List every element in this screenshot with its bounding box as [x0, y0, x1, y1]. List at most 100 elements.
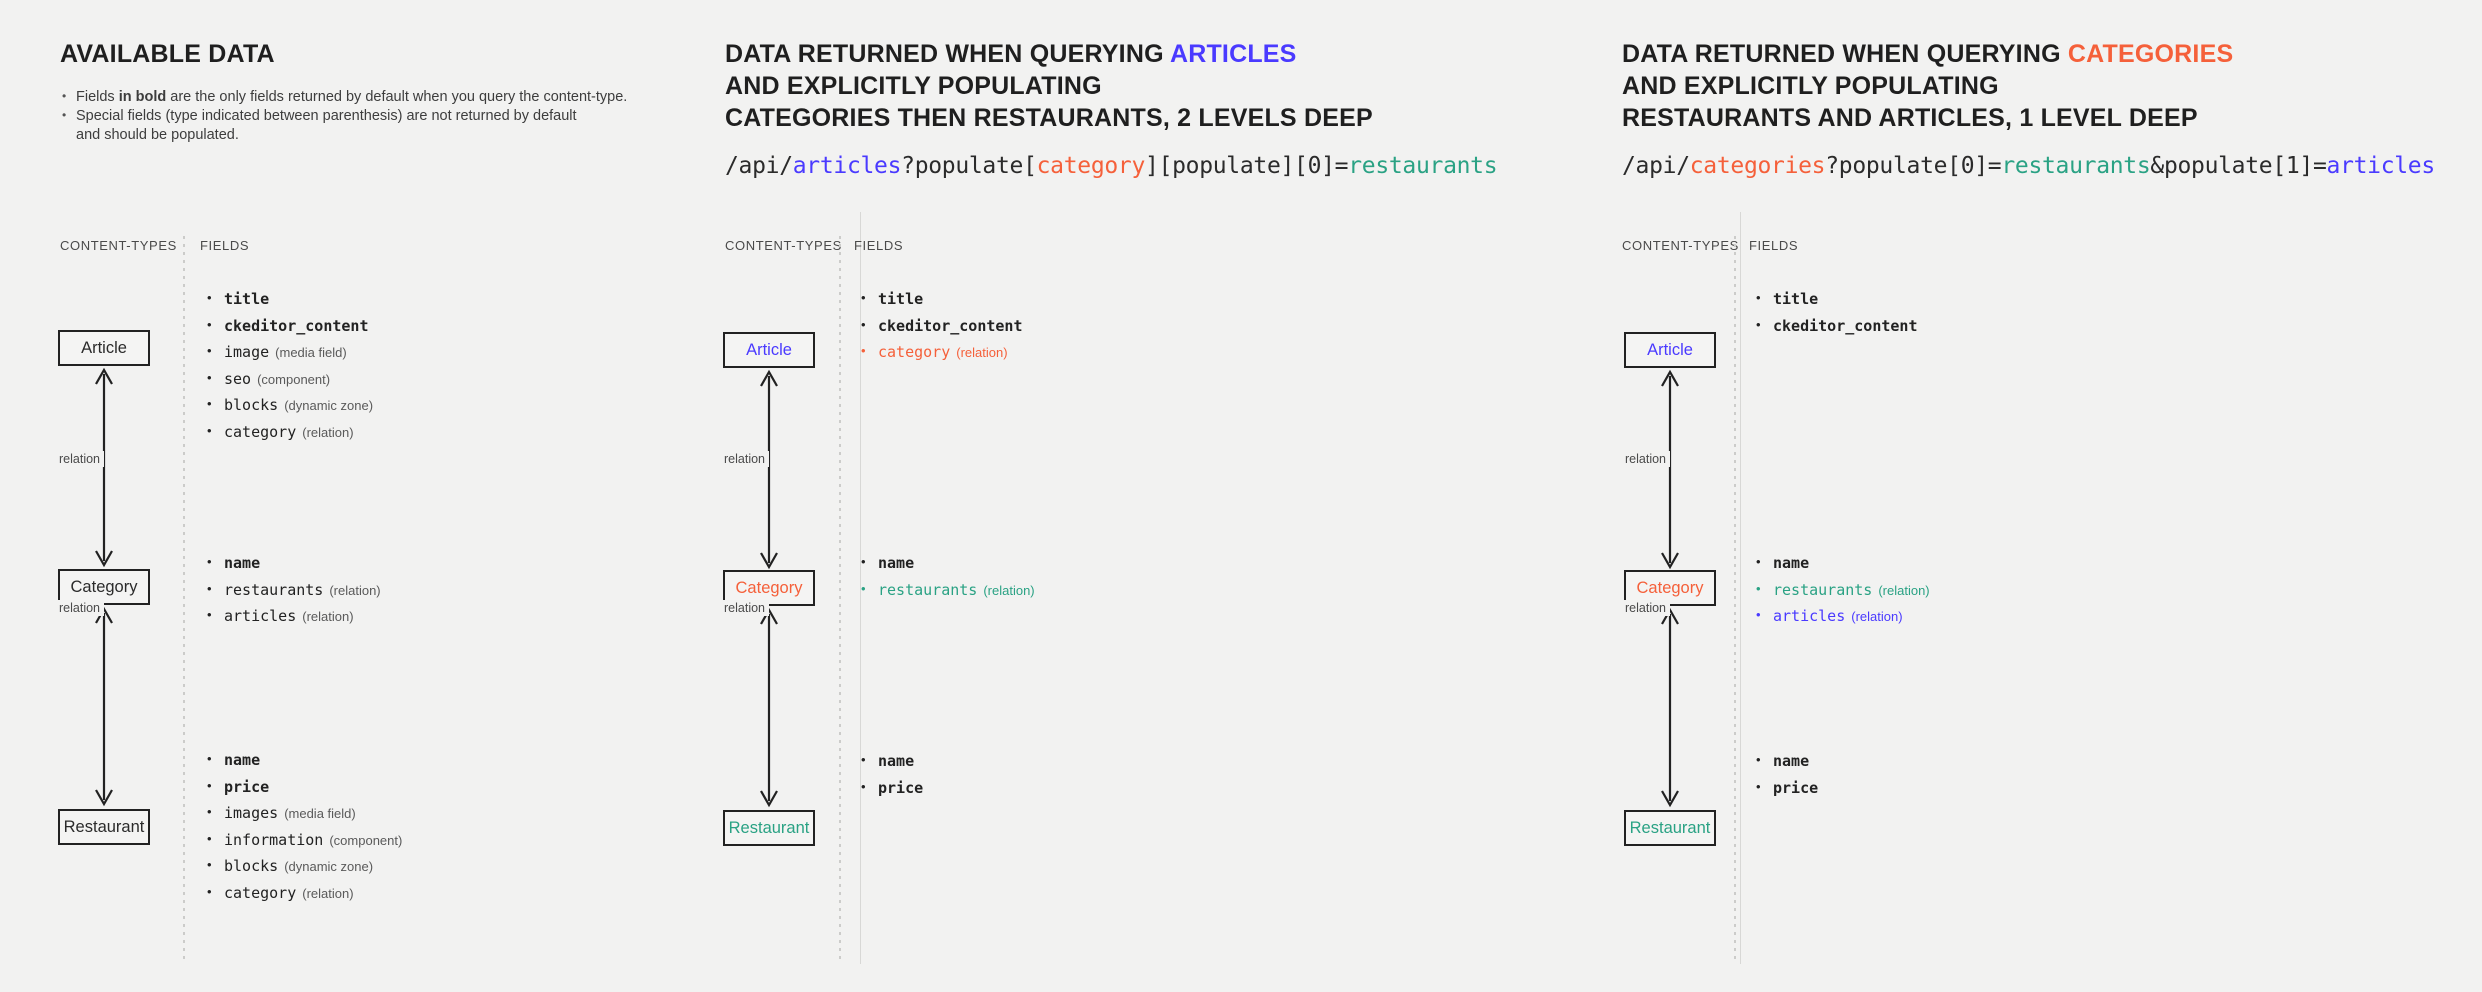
section-label-fields-1: FIELDS — [200, 238, 250, 253]
field-item[interactable]: name — [1754, 551, 1930, 575]
field-name: name — [1773, 752, 1810, 770]
heading-line: CATEGORIES THEN RESTAURANTS, 2 LEVELS DE… — [725, 102, 1373, 134]
api-url-segment: articles — [792, 153, 902, 179]
heading-line: AVAILABLE DATA — [60, 38, 275, 70]
field-item[interactable]: title — [205, 287, 373, 311]
relation-label-1-b: relation — [55, 600, 104, 616]
field-type: (relation) — [302, 424, 354, 440]
field-item[interactable]: restaurants(relation) — [859, 578, 1035, 602]
field-list: name restaurants(relation) — [859, 551, 1035, 602]
field-name: title — [224, 290, 270, 308]
field-item[interactable]: name — [205, 551, 381, 575]
api-url-segment: restaurants — [1348, 153, 1498, 179]
api-url-segment: ?populate[0]= — [1825, 153, 2002, 179]
field-name: name — [1773, 554, 1810, 572]
heading-segment: DATA RETURNED WHEN QUERYING — [1622, 40, 2068, 68]
heading-segment: AND EXPLICITLY POPULATING — [1622, 72, 1999, 100]
heading-segment: CATEGORIES — [2067, 40, 2234, 68]
connector-category-restaurant-1 — [89, 605, 129, 808]
field-list: namerestaurants(relation)articles(relati… — [1754, 551, 1930, 628]
field-item[interactable]: image(media field) — [205, 340, 373, 364]
field-list: name price — [1754, 749, 1819, 800]
field-name: category — [224, 883, 297, 902]
field-item[interactable]: ckeditor_content — [205, 314, 373, 338]
field-name: information — [224, 830, 324, 849]
field-item[interactable]: seo(component) — [205, 367, 373, 391]
field-item[interactable]: category(relation) — [205, 881, 402, 905]
field-name: ckeditor_content — [1773, 316, 1918, 335]
field-type: (relation) — [329, 582, 381, 598]
field-item[interactable]: ckeditor_content — [859, 314, 1023, 338]
field-list: name price — [859, 749, 923, 800]
column-1-bullets: Fields in bold are the only fields retur… — [60, 87, 760, 145]
field-name: name — [878, 554, 915, 572]
heading-segment: CATEGORIES THEN RESTAURANTS, 2 LEVELS DE… — [725, 104, 1373, 132]
field-name: title — [878, 290, 924, 308]
entity-box-category-3[interactable]: Category — [1624, 570, 1716, 606]
field-item[interactable]: information(component) — [205, 828, 402, 852]
field-type: (dynamic zone) — [284, 398, 374, 413]
field-name: restaurants — [1773, 580, 1873, 599]
entity-box-restaurant-3[interactable]: Restaurant — [1624, 810, 1716, 846]
entity-box-article-2[interactable]: Article — [723, 332, 815, 368]
field-group-restaurant-2: name price — [859, 749, 923, 803]
field-name: price — [224, 777, 270, 796]
bullet-text-tail: are the only fields returned by default … — [166, 89, 628, 105]
connector-article-category-2 — [754, 368, 794, 571]
field-item[interactable]: price — [859, 776, 923, 800]
section-label-content-types-2: CONTENT-TYPES — [725, 238, 842, 253]
field-item[interactable]: name — [205, 748, 402, 772]
field-item[interactable]: images(media field) — [205, 801, 402, 825]
field-group-category-3: namerestaurants(relation)articles(relati… — [1754, 551, 1930, 632]
connector-category-restaurant-3 — [1655, 606, 1695, 809]
field-item[interactable]: ckeditor_content — [1754, 314, 1918, 338]
field-item[interactable]: name — [859, 749, 923, 773]
api-url-segment: articles — [2326, 153, 2436, 179]
field-item[interactable]: title — [1754, 287, 1918, 311]
field-item[interactable]: title — [859, 287, 1023, 311]
field-item[interactable]: blocks(dynamic zone) — [205, 854, 402, 878]
entity-box-restaurant-1[interactable]: Restaurant — [58, 809, 150, 845]
field-item[interactable]: name — [1754, 749, 1818, 773]
field-name: blocks — [224, 396, 279, 414]
api-url-segment: category — [1036, 153, 1146, 179]
field-list: title ckeditor_contentcategory(relation) — [859, 287, 1023, 364]
field-group-article-2: title ckeditor_contentcategory(relation) — [859, 287, 1023, 368]
column-separator-2 — [1740, 212, 1741, 964]
field-list: name price images(media field) information(… — [205, 748, 402, 905]
field-item[interactable]: articles(relation) — [1754, 604, 1930, 628]
column-2-api-url[interactable]: /api/articles?populate[category][populat… — [725, 153, 1498, 179]
api-url-segment: /api/ — [725, 153, 793, 179]
section-label-fields-2: FIELDS — [854, 238, 904, 253]
dotted-divider-3 — [1734, 236, 1736, 964]
field-name: articles — [224, 607, 297, 625]
heading-line: AND EXPLICITLY POPULATING — [725, 70, 1373, 102]
field-name: category — [878, 343, 951, 361]
field-item[interactable]: price — [205, 775, 402, 799]
section-label-fields-3: FIELDS — [1749, 238, 1799, 253]
field-item[interactable]: name — [859, 551, 1035, 575]
entity-box-category-1[interactable]: Category — [58, 569, 150, 605]
field-name: price — [1773, 778, 1819, 797]
entity-box-restaurant-2[interactable]: Restaurant — [723, 810, 815, 846]
field-item[interactable]: restaurants(relation) — [1754, 578, 1930, 602]
bullet-text: Fields — [76, 89, 119, 105]
entity-box-article-3[interactable]: Article — [1624, 332, 1716, 368]
field-name: images — [224, 804, 279, 822]
field-item[interactable]: price — [1754, 776, 1819, 800]
column-3-api-url[interactable]: /api/categories?populate[0]=restaurants&… — [1622, 153, 2435, 179]
relation-label-2-a: relation — [720, 451, 769, 467]
field-item[interactable]: restaurants(relation) — [205, 578, 381, 602]
field-name: name — [878, 752, 915, 770]
field-item[interactable]: blocks (dynamic zone) — [205, 393, 374, 417]
entity-box-article-1[interactable]: Article — [58, 330, 150, 366]
field-item[interactable]: articles(relation) — [205, 604, 381, 628]
field-group-category-2: name restaurants(relation) — [859, 551, 1035, 605]
field-name: ckeditor_content — [224, 316, 369, 335]
section-label-content-types-1: CONTENT-TYPES — [60, 238, 177, 253]
connector-article-category-1 — [89, 366, 129, 569]
field-item[interactable]: category(relation) — [859, 340, 1023, 364]
field-type: (relation) — [1851, 609, 1903, 624]
field-item[interactable]: category(relation) — [205, 420, 373, 444]
